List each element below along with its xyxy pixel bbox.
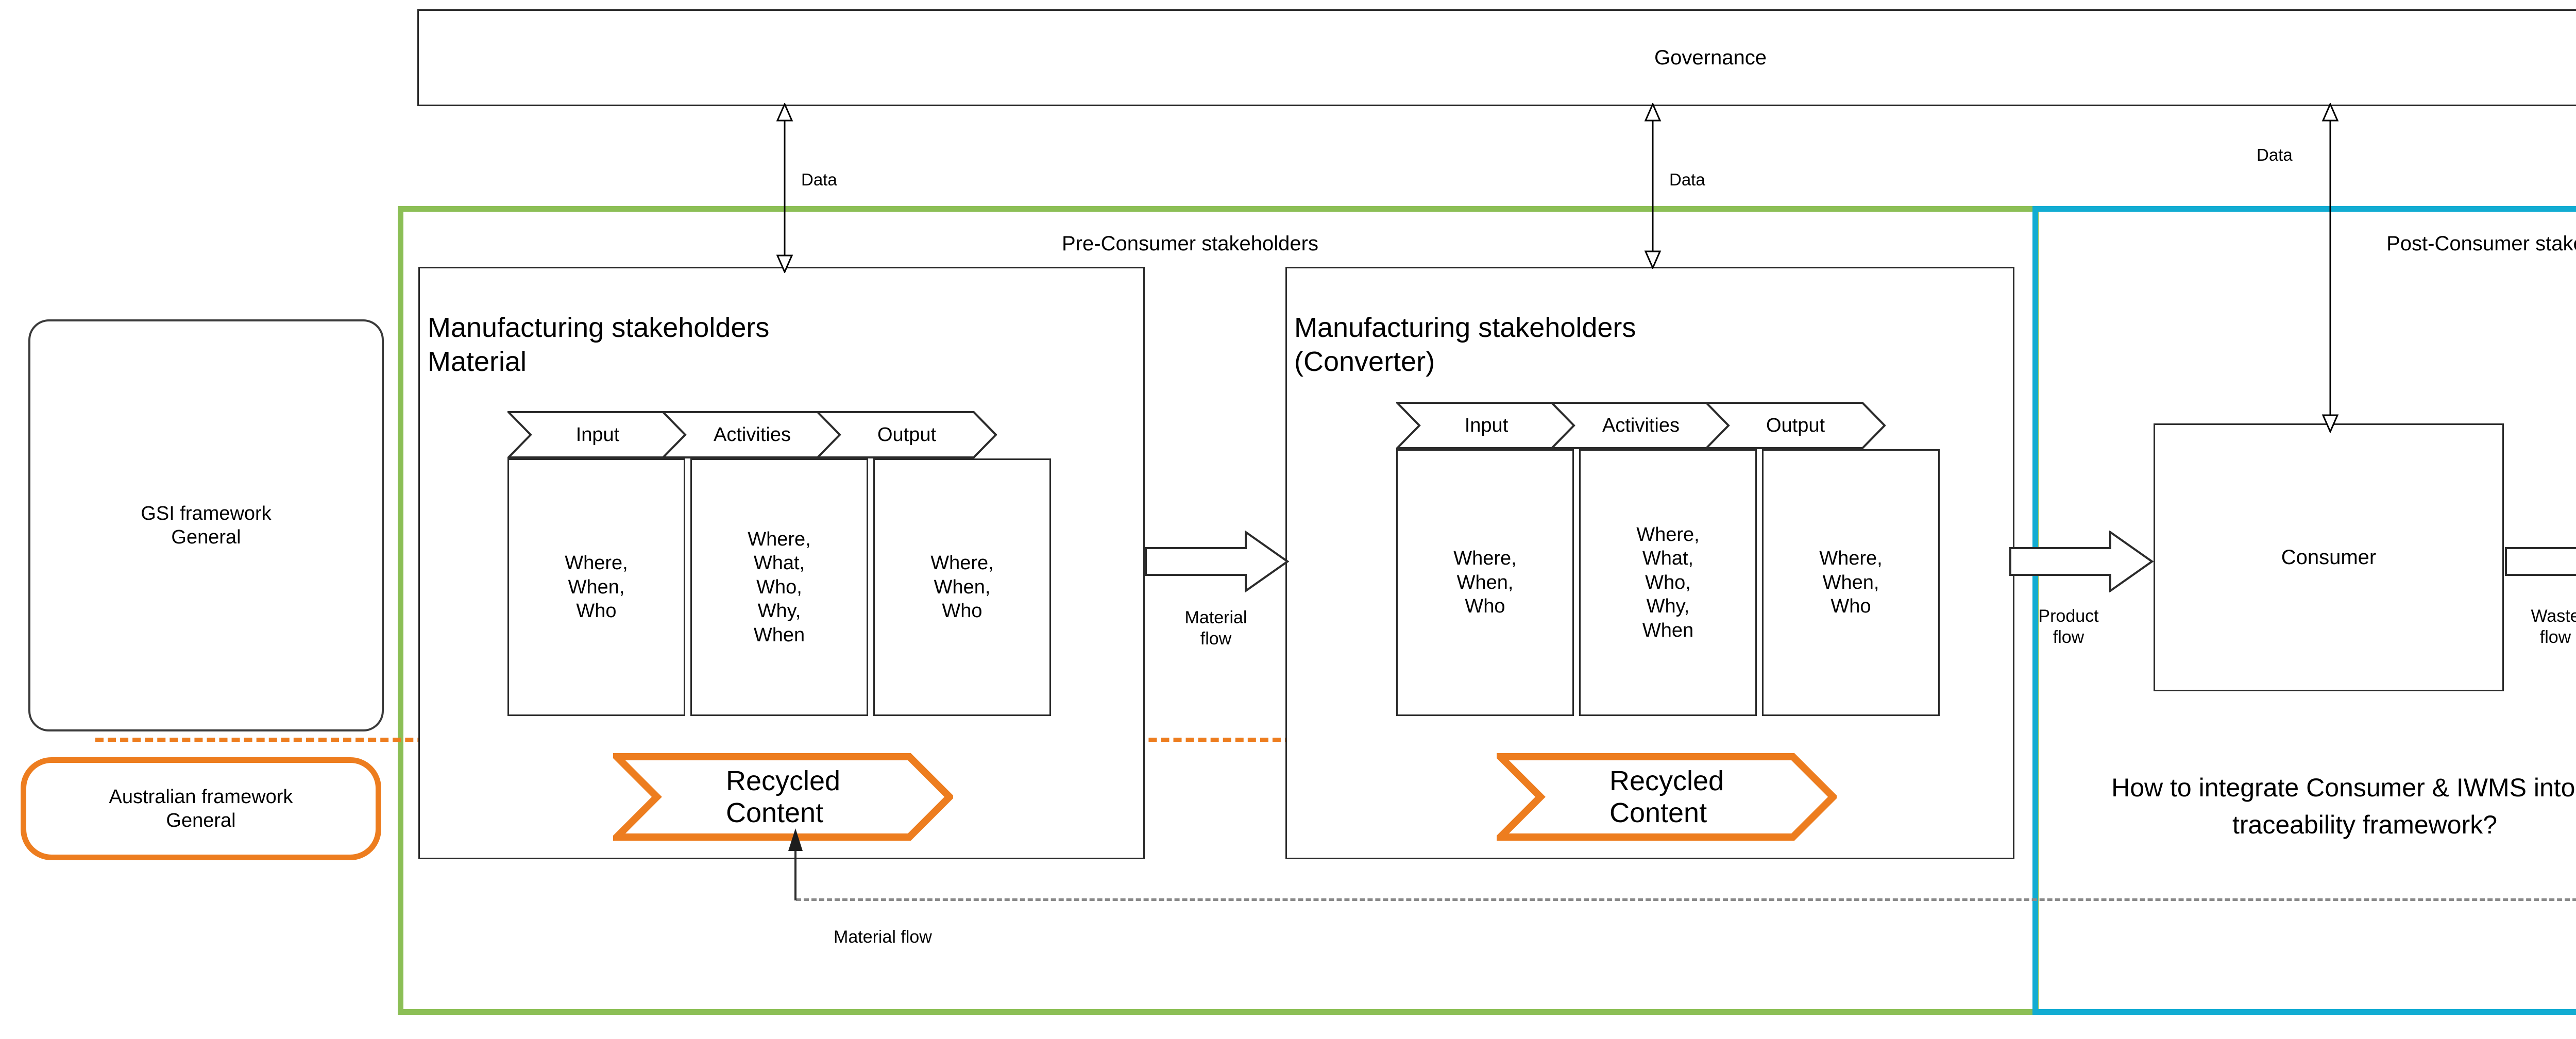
material-flow-block-arrow bbox=[1145, 531, 1289, 592]
stage-chevron-output-converter: Output bbox=[1705, 402, 1886, 449]
australian-framework-line2: General bbox=[166, 810, 236, 831]
data-arrow-1 bbox=[770, 103, 799, 273]
stakeholder-converter-title: Manufacturing stakeholders (Converter) bbox=[1294, 296, 2005, 394]
stage-chevron-input-converter: Input bbox=[1396, 402, 1577, 449]
australian-framework-line1: Australian framework bbox=[109, 786, 293, 808]
stage-label-output-material: Output bbox=[877, 423, 937, 446]
recycled-content-chevron-converter: Recycled Content bbox=[1497, 753, 1837, 841]
data-arrow-2-label: Data bbox=[1669, 170, 1705, 189]
governance-box: Governance bbox=[417, 9, 2576, 106]
stage-label-input-converter: Input bbox=[1464, 414, 1509, 436]
recycled-content-chevron-material: Recycled Content bbox=[613, 753, 953, 841]
gsi-framework-line1: GSI framework bbox=[141, 502, 272, 524]
stage-cell-input-material: Where, When, Who bbox=[507, 458, 685, 716]
australian-framework-box: Australian framework General bbox=[21, 757, 381, 860]
stakeholder-material-title-line1: Manufacturing stakeholders bbox=[428, 312, 770, 344]
stage-label-output-converter: Output bbox=[1766, 414, 1825, 436]
product-flow-block-arrow bbox=[2009, 531, 2154, 592]
post-consumer-zone-label: Post-Consumer stakeholders bbox=[2386, 232, 2576, 255]
stage-cell-activities-material: Where, What, Who, Why, When bbox=[690, 458, 868, 716]
material-flow-label: Material flow bbox=[1184, 607, 1247, 649]
data-arrow-3-label: Data bbox=[2257, 145, 2293, 164]
stakeholder-converter-title-line1: Manufacturing stakeholders bbox=[1294, 312, 1636, 344]
recycling-return-riser bbox=[794, 845, 796, 900]
post-consumer-zone bbox=[2032, 206, 2576, 1015]
gsi-framework-line2: General bbox=[171, 526, 241, 548]
stage-chevron-activities-material: Activities bbox=[662, 411, 842, 458]
stage-chevron-output-material: Output bbox=[817, 411, 997, 458]
stakeholder-material-title: Manufacturing stakeholders Material bbox=[428, 296, 1136, 394]
governance-label: Governance bbox=[1654, 46, 1767, 69]
stage-cell-output-converter: Where, When, Who bbox=[1762, 449, 1940, 716]
stakeholder-material-title-line2: Material bbox=[428, 346, 527, 377]
stage-cell-output-material: Where, When, Who bbox=[873, 458, 1051, 716]
recycling-return-arrowhead-icon bbox=[785, 828, 806, 852]
recycled-content-label-converter: Recycled Content bbox=[1609, 765, 1724, 828]
stakeholder-converter-title-line2: (Converter) bbox=[1294, 346, 1435, 377]
data-arrow-1-label: Data bbox=[801, 170, 837, 189]
gap-question-text: How to integrate Consumer & IWMS into th… bbox=[2111, 773, 2576, 840]
data-arrow-3 bbox=[2316, 103, 2345, 433]
pre-consumer-zone-label: Pre-Consumer stakeholders bbox=[1062, 232, 1318, 255]
waste-flow-block-arrow bbox=[2505, 531, 2576, 592]
data-arrow-2 bbox=[1638, 103, 1667, 269]
stage-cell-activities-converter: Where, What, Who, Why, When bbox=[1579, 449, 1757, 716]
consumer-label: Consumer bbox=[2281, 546, 2377, 569]
stage-label-activities-converter: Activities bbox=[1602, 414, 1680, 436]
consumer-box: Consumer bbox=[2154, 423, 2504, 691]
waste-flow-label: Waste flow bbox=[2531, 606, 2576, 647]
material-flow-bottom-label: Material flow bbox=[834, 927, 932, 947]
stage-cell-input-converter: Where, When, Who bbox=[1396, 449, 1574, 716]
gsi-framework-box: GSI framework General bbox=[28, 319, 384, 731]
product-flow-label: Product flow bbox=[2038, 606, 2099, 647]
recycling-return-dashed-horizontal bbox=[796, 898, 2576, 901]
stage-label-activities-material: Activities bbox=[714, 423, 791, 446]
recycled-content-label-material: Recycled Content bbox=[725, 765, 841, 828]
stage-chevron-input-material: Input bbox=[507, 411, 688, 458]
stage-label-input-material: Input bbox=[575, 423, 620, 446]
stage-chevron-activities-converter: Activities bbox=[1551, 402, 1731, 449]
